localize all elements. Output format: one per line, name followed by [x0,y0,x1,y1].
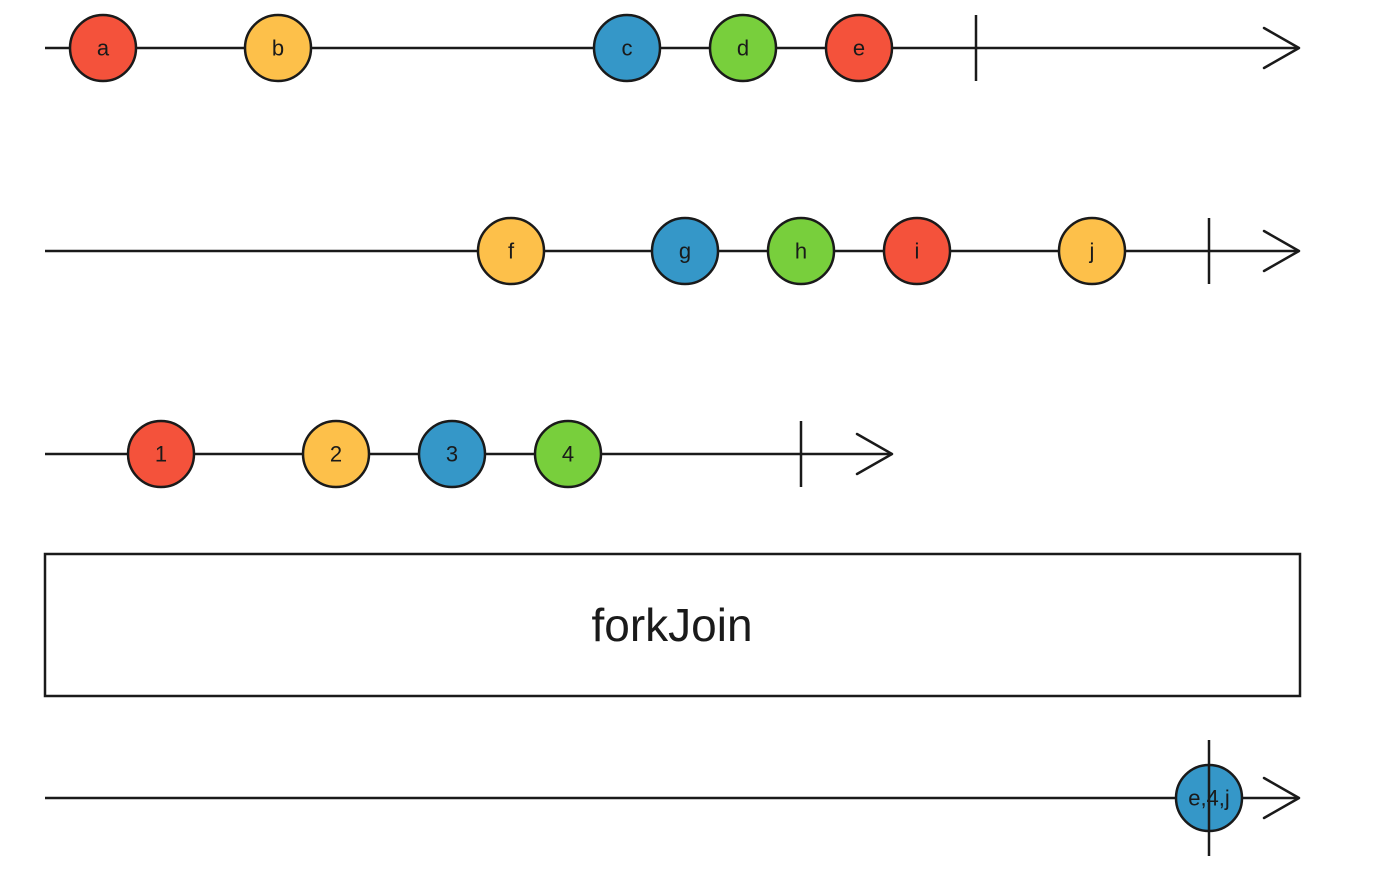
output-stream: e,4,j [45,740,1301,856]
input-stream-2: f g h i j [45,216,1301,286]
marble-circle [882,216,952,286]
marble: 3 [417,419,487,489]
marble-circle [301,419,371,489]
marble: 4 [533,419,603,489]
marble-circle [533,419,603,489]
marble: b [243,13,313,83]
marble-label: c [622,36,633,61]
timeline-arrow-icon [1262,229,1301,273]
marble-label: d [737,36,749,61]
input-stream-3: 1 2 3 4 [45,419,894,489]
marble-circle [476,216,546,286]
marble: a [68,13,138,83]
marble-circle [592,13,662,83]
timeline-arrow-icon [855,432,894,476]
marble-circle [824,13,894,83]
marble: f [476,216,546,286]
marble: g [650,216,720,286]
marble-label: 4 [562,442,574,467]
marble: h [766,216,836,286]
marble-label: 2 [330,442,342,467]
marble-label: j [1089,239,1095,264]
marble-circle [126,419,196,489]
marble: j [1057,216,1127,286]
marble-label: b [272,36,284,61]
marble: 2 [301,419,371,489]
input-stream-1: a b c d e [45,13,1301,83]
operator-box: forkJoin [43,552,1302,698]
marble-label: a [97,36,110,61]
operator-label: forkJoin [591,599,752,651]
timeline-arrow-icon [1262,26,1301,70]
marble-label: 1 [155,442,167,467]
marble: 1 [126,419,196,489]
marble-circle [243,13,313,83]
marble: e [824,13,894,83]
marble-label: h [795,239,807,264]
marble: c [592,13,662,83]
marble: i [882,216,952,286]
marble: d [708,13,778,83]
marble-label: 3 [446,442,458,467]
marble-circle [417,419,487,489]
timeline-arrow-icon [1262,776,1301,820]
marble-label: e [853,36,865,61]
marble-circle [1057,216,1127,286]
marble-label: g [679,239,691,264]
marble-circle [766,216,836,286]
marble-label: i [915,239,920,264]
marble-circle [708,13,778,83]
marble-circle [68,13,138,83]
marble-label: f [508,239,515,264]
operator-box-frame [43,552,1302,698]
marble-circle [650,216,720,286]
